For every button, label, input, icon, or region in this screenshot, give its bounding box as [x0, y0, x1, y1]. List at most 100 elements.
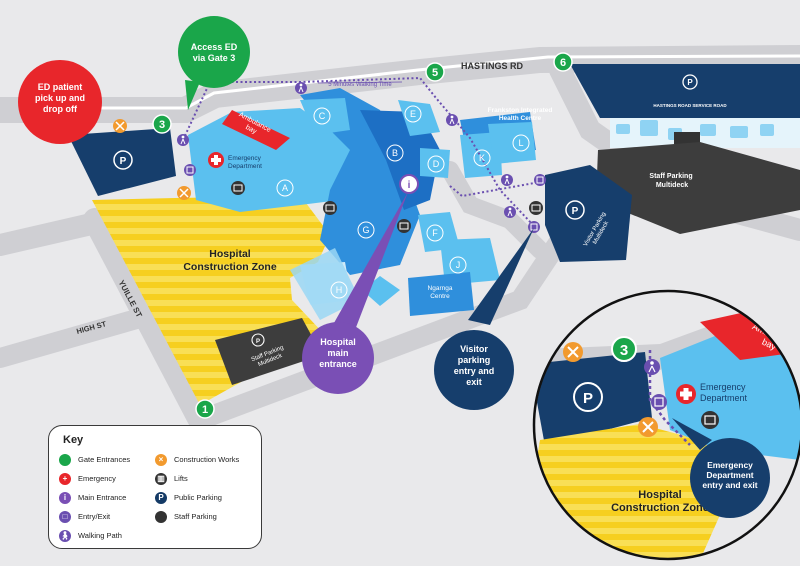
main-entrance-icon[interactable]: i: [399, 174, 419, 194]
walking-path-icon: [504, 206, 516, 218]
walking-path-icon: [501, 174, 513, 186]
service-road-label: HASTINGS ROAD SERVICE ROAD: [653, 103, 727, 108]
svg-text:P: P: [583, 390, 593, 407]
entry-exit-icon: □: [59, 510, 71, 523]
building-j-label: J: [456, 260, 461, 270]
gate-entrance-icon: [59, 453, 71, 466]
key-item-entry-exit: □ Entry/Exit: [59, 507, 155, 526]
svg-text:5: 5: [432, 67, 438, 79]
inset-construction-works-icon: [638, 417, 658, 437]
key-item-staff-parking: Staff Parking: [155, 507, 251, 526]
key-item-lifts: ▥ Lifts: [155, 469, 251, 488]
construction-works-icon: ×: [155, 453, 167, 466]
visitor-parking-multideck: P: [545, 165, 632, 262]
lifts-icon: ▥: [155, 472, 167, 485]
lifts-icon: [397, 219, 411, 233]
building-h-label: H: [336, 285, 343, 295]
svg-text:P: P: [572, 206, 579, 217]
building-k-label: K: [479, 153, 485, 163]
entry-exit-icon: [184, 164, 196, 176]
svg-text:1: 1: [202, 404, 208, 416]
staff-parking-multideck-east: Staff Parking Multideck: [596, 142, 800, 234]
key-item-main-entrance: i Main Entrance: [59, 488, 155, 507]
entry-exit-icon: [534, 174, 546, 186]
building-labels: A B C D E F G H J K L: [276, 105, 530, 299]
walking-path-icon: [177, 134, 189, 146]
entry-exit-icon: [528, 221, 540, 233]
svg-text:P: P: [687, 78, 693, 87]
building-g-label: G: [362, 225, 369, 235]
svg-text:P: P: [120, 156, 127, 167]
lifts-icon: [231, 181, 245, 195]
emergency-cross-icon: +: [59, 472, 71, 485]
staff-parking-multideck-south: P: [215, 318, 322, 385]
gate-3-marker[interactable]: 3: [152, 114, 172, 134]
hastings-rd-label: HASTINGS RD: [461, 61, 524, 71]
walking-path-icon: [446, 114, 458, 126]
gate-5-marker[interactable]: 5: [425, 62, 445, 82]
main-entrance-icon: i: [59, 491, 71, 504]
inset-entry-exit-icon: [651, 394, 667, 410]
building-l-label: L: [518, 138, 523, 148]
emergency-cross-icon: [208, 152, 224, 168]
key-title: Key: [63, 434, 84, 446]
svg-text:6: 6: [560, 57, 566, 69]
walking-time-label: 5 Minutes Walking Time: [328, 82, 392, 88]
gate-6-marker[interactable]: 6: [553, 52, 573, 72]
building-a-label: A: [282, 183, 288, 193]
building-d-label: D: [433, 159, 440, 169]
inset-gate-3-marker[interactable]: 3: [611, 336, 637, 362]
map-key: Key Gate Entrances + Emergency i Main En…: [48, 425, 262, 549]
walking-path-icon: [295, 82, 307, 94]
svg-text:3: 3: [620, 342, 628, 359]
inset-construction-works-icon: [563, 342, 583, 362]
construction-works-icon: [113, 119, 127, 133]
staff-multideck-east-line2: Multideck: [656, 182, 688, 189]
inset-emergency-cross-icon: [676, 384, 696, 404]
key-item-gate-entrances: Gate Entrances: [59, 450, 155, 469]
construction-works-icon: [177, 186, 191, 200]
key-item-construction-works: × Construction Works: [155, 450, 251, 469]
svg-text:3: 3: [159, 119, 165, 131]
walking-path: [182, 76, 541, 227]
key-column-left: Gate Entrances + Emergency i Main Entran…: [59, 450, 155, 545]
building-f-label: F: [432, 228, 438, 238]
inset-lifts-icon: [701, 411, 719, 429]
building-c-label: C: [319, 111, 326, 121]
public-parking-icon: P: [155, 491, 167, 504]
key-item-public-parking: P Public Parking: [155, 488, 251, 507]
inset-walking-path-icon: [644, 359, 660, 375]
walking-path-icon: 🚶︎: [59, 529, 71, 542]
key-item-emergency: + Emergency: [59, 469, 155, 488]
staff-parking-icon: [155, 510, 167, 523]
key-item-walking-path: 🚶︎ Walking Path: [59, 529, 122, 542]
building-b-label: B: [392, 148, 398, 158]
lifts-icon: [323, 201, 337, 215]
gate-1-marker[interactable]: 1: [195, 399, 215, 419]
building-e-label: E: [410, 109, 416, 119]
hastings-road-edge: [40, 54, 800, 110]
svg-text:Staff Parking Multideck: Staff Parking Multideck: [649, 173, 694, 189]
svg-text:P: P: [256, 339, 260, 345]
staff-multideck-east-line1: Staff Parking: [649, 173, 692, 180]
key-column-right: × Construction Works ▥ Lifts P Public Pa…: [155, 450, 251, 545]
